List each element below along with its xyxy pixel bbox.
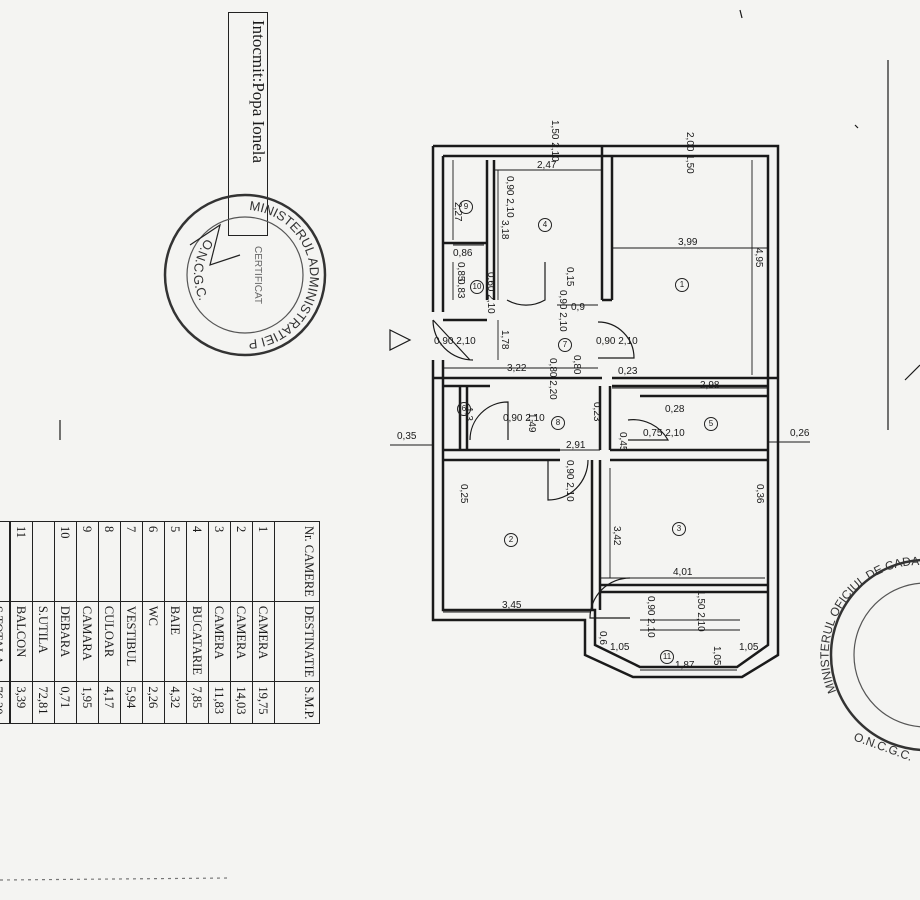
dim-label: 0,23 — [591, 402, 602, 422]
dim-label: 0,15 — [564, 267, 575, 287]
dim-label: 0,25 — [458, 484, 469, 504]
dim-label: 4,01 — [673, 567, 693, 578]
stamp-right: MINISTERUL OFICIUL DE CADASTRU O.N.C.G.C… — [818, 555, 920, 764]
dim-label: 0,36 — [754, 484, 765, 504]
dim-label: 2,98 — [700, 380, 720, 391]
dim-label: 2,91 — [566, 440, 586, 451]
room-number: 10 — [470, 280, 484, 294]
opening-label: 1,50 2,10 — [695, 590, 706, 632]
opening-label: 1,50 2,10 — [549, 120, 560, 162]
dim-label: 0,9 — [571, 302, 585, 313]
room-number: 11 — [660, 650, 674, 664]
dim-label: 2,27 — [452, 202, 463, 222]
dim-label: 0,83 — [455, 279, 466, 299]
dim-label: 1,78 — [499, 330, 510, 350]
stamp-left: MINISTERUL ADMINISTRATIEI PUBLICE O.N.C.… — [163, 185, 340, 357]
dim-label: 3,18 — [499, 220, 510, 240]
room-number: 4 — [538, 218, 552, 232]
svg-text:CERTIFICAT: CERTIFICAT — [252, 246, 263, 304]
room-number: 8 — [551, 416, 565, 430]
dim-label: 3,45 — [502, 600, 522, 611]
dim-label: 1,05 — [739, 642, 759, 653]
dim-label: 0,35 — [397, 431, 417, 442]
room-number: 1 — [675, 278, 689, 292]
room-number: 6 — [457, 402, 471, 416]
dim-label: 0,86 — [453, 248, 473, 259]
dim-label: 1,05 — [610, 642, 630, 653]
dim-label: 0,23 — [618, 366, 638, 377]
dim-label: 1,05 — [711, 646, 722, 666]
opening-label: 0,90 2,10 — [596, 336, 638, 347]
dim-label: 3,42 — [611, 526, 622, 546]
room-number: 9 — [459, 200, 473, 214]
dim-label: 1,87 — [675, 660, 695, 671]
author-box — [228, 12, 268, 236]
opening-label: 2,00 1,50 — [684, 132, 695, 174]
room-number: 2 — [504, 533, 518, 547]
opening-label: 0,60 2,10 — [485, 272, 496, 314]
dim-label: 0,28 — [665, 404, 685, 415]
opening-label: 0,80 2,20 — [547, 358, 558, 400]
opening-label: 0,90 2,10 — [434, 336, 476, 347]
opening-label: 0,90 2,10 — [564, 460, 575, 502]
room-number: 7 — [558, 338, 572, 352]
dim-label: 3,99 — [678, 237, 698, 248]
dim-label: 3,22 — [507, 363, 527, 374]
dim-label: 1,3 — [463, 407, 474, 421]
opening-label: 0,90 2,10 — [557, 290, 568, 332]
author-label: Intocmit:Popa Ionela — [228, 12, 268, 236]
opening-label: 0,90 2,10 — [503, 413, 545, 424]
room-number: 5 — [704, 417, 718, 431]
room-number: 3 — [672, 522, 686, 536]
dim-label: 0,26 — [790, 428, 810, 439]
dim-label: 4,95 — [753, 248, 764, 268]
dim-label: 0,45 — [617, 432, 628, 452]
dim-label: 0,6 — [597, 631, 608, 645]
opening-label: 0,90 2,10 — [504, 176, 515, 218]
opening-label: 0,75 2,10 — [643, 428, 685, 439]
dim-label: 2,47 — [537, 160, 557, 171]
dim-label: 0,80 — [571, 355, 582, 375]
opening-label: 0,90 2,10 — [645, 596, 656, 638]
